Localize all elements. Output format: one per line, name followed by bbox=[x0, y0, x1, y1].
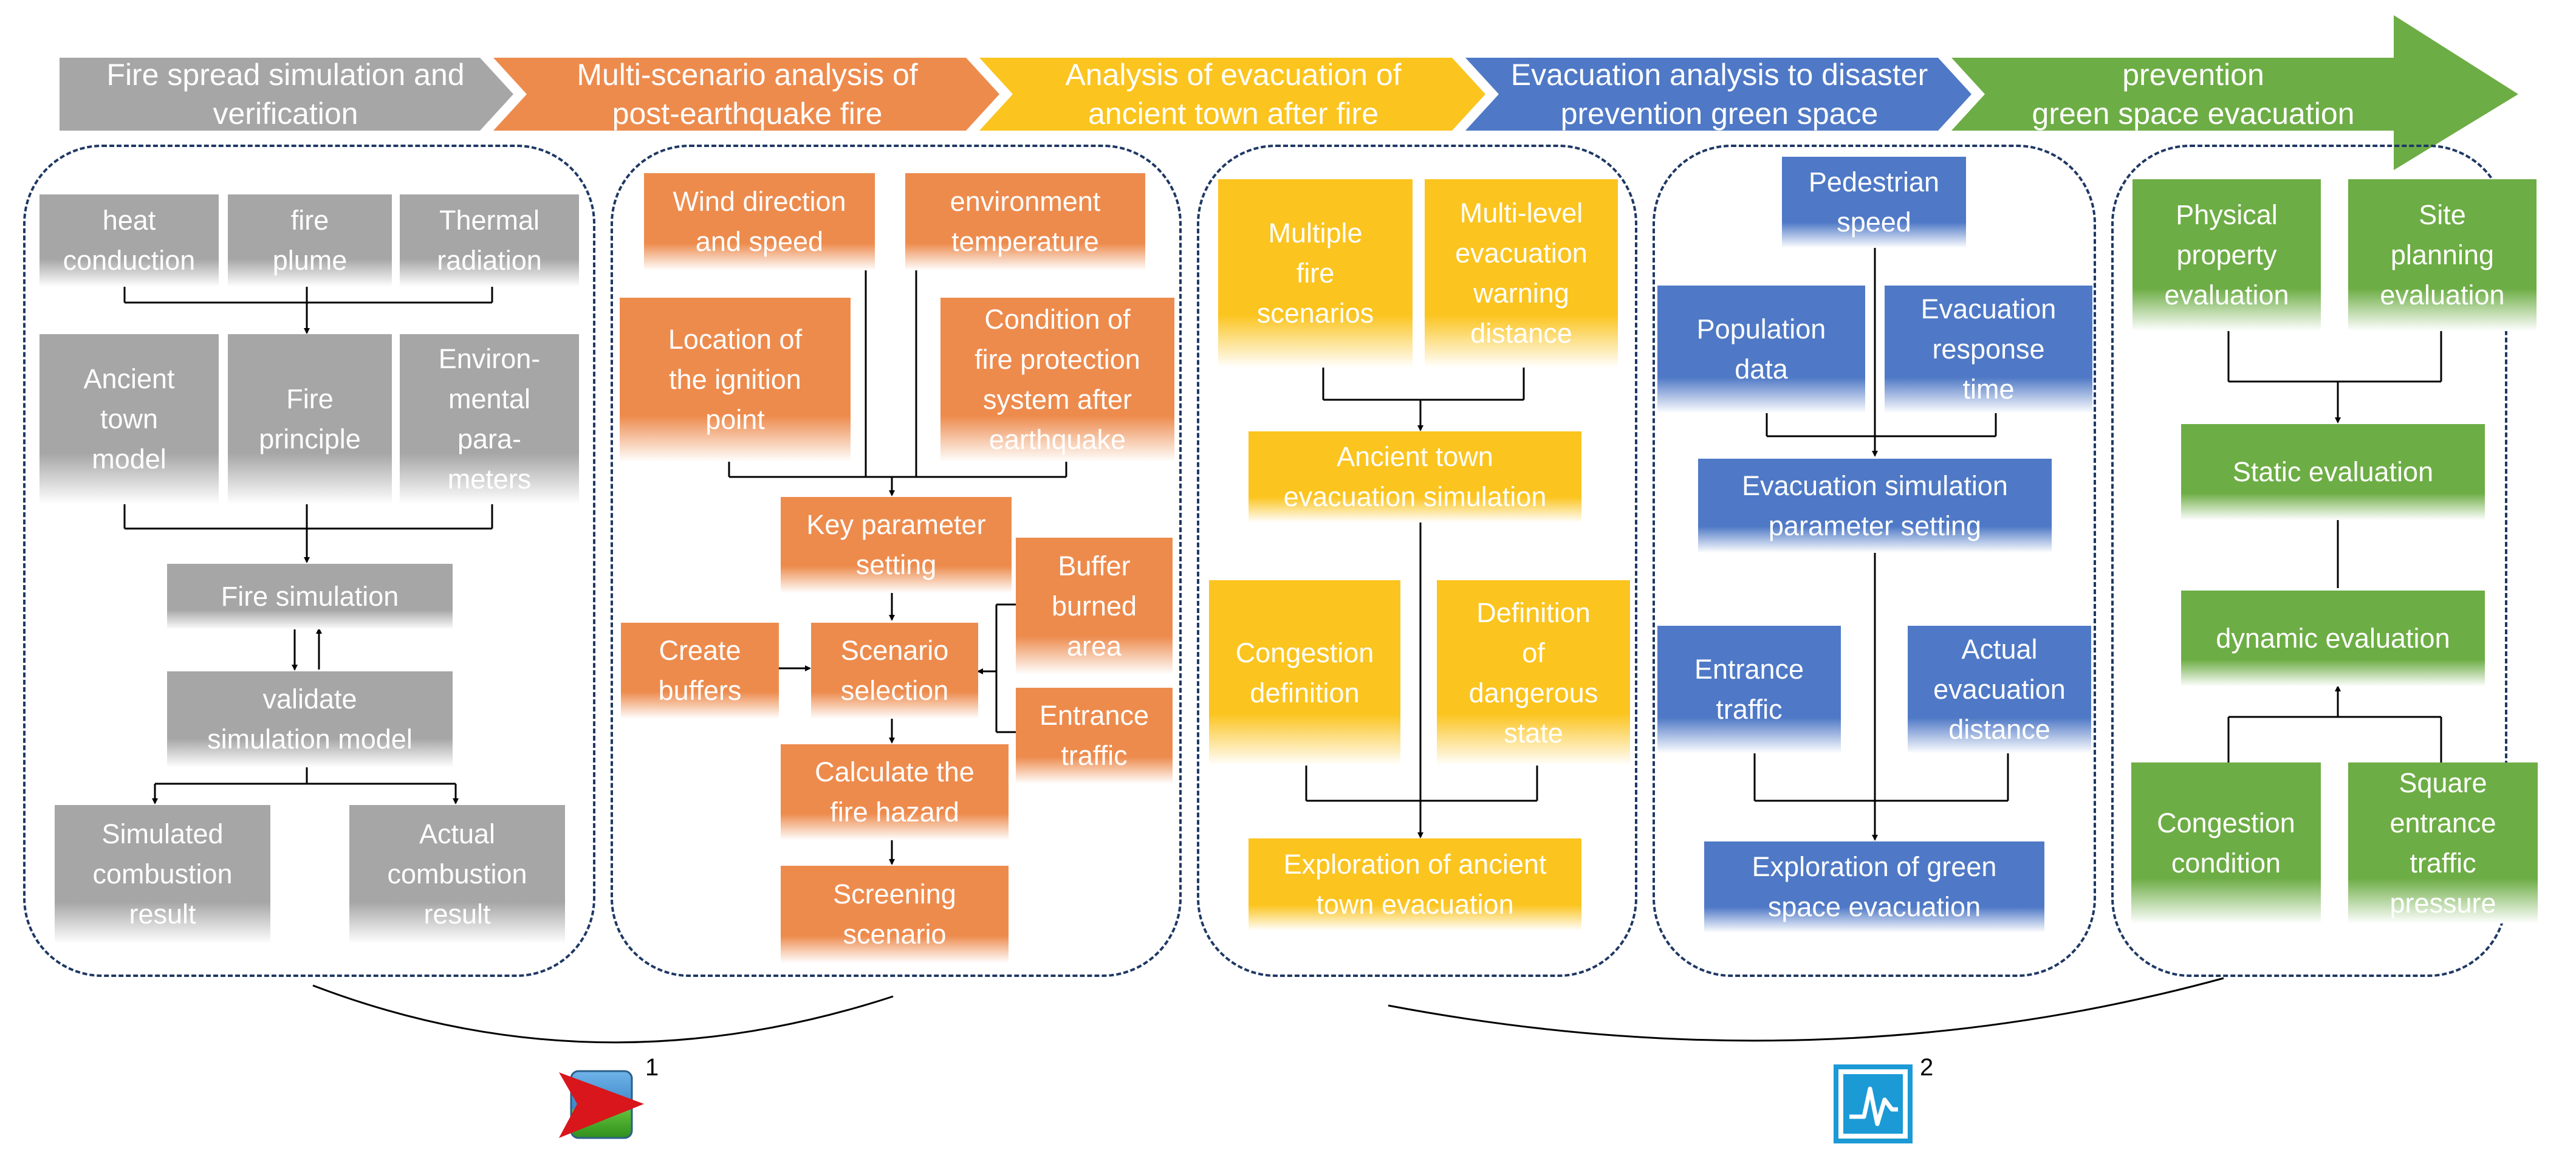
multi-level-evacuation-warning-box: Multi-level evacuation warning distance bbox=[1425, 179, 1618, 368]
lane-2-border bbox=[611, 145, 1182, 977]
stage-arrow-1-shape bbox=[60, 58, 513, 131]
simulated-combustion-result-box: Simulated combustion result bbox=[55, 805, 270, 944]
ancient-town-model-box: Ancient town model bbox=[39, 334, 219, 504]
fire-principle-box: Fire principle bbox=[228, 334, 392, 504]
actual-evacuation-distance-box: Actual evacuation distance bbox=[1908, 626, 2091, 753]
lane-1-border bbox=[23, 145, 595, 977]
ancient-town-evacuation-simulation-box: Ancient town evacuation simulation bbox=[1249, 431, 1581, 522]
pedestrian-speed-box: Pedestrian speed bbox=[1782, 157, 1966, 248]
software-1-label: 1 bbox=[645, 1054, 659, 1081]
software-2-label: 2 bbox=[1920, 1054, 1934, 1081]
entrance-traffic-box-lane4: Entrance traffic bbox=[1657, 626, 1841, 753]
exploration-green-space-evacuation-box: Exploration of green space evacuation bbox=[1704, 841, 2044, 933]
stage-3-label: Analysis of evacuation of ancient town a… bbox=[1065, 58, 1402, 131]
stage-arrow-5-shape bbox=[1951, 15, 2518, 170]
entrance-traffic-box-lane2: Entrance traffic bbox=[1016, 688, 1173, 784]
congestion-condition-box: Congestion condition bbox=[2131, 762, 2321, 923]
definition-dangerous-state-box: Definition of dangerous state bbox=[1437, 580, 1630, 766]
evacuation-response-time-box: Evacuation response time bbox=[1885, 286, 2092, 413]
stage-4-label: Evacuation analysis to disaster preventi… bbox=[1510, 58, 1928, 131]
fire-simulation-box: Fire simulation bbox=[167, 564, 453, 629]
dynamic-evaluation-box: dynamic evaluation bbox=[2181, 591, 2485, 687]
buffer-burned-area-box: Buffer burned area bbox=[1016, 538, 1173, 674]
physical-property-evaluation-box: Physical property evaluation bbox=[2132, 179, 2321, 331]
exploration-ancient-town-evacuation-box: Exploration of ancient town evacuation bbox=[1249, 838, 1581, 931]
stage-arrow-3-shape bbox=[979, 58, 1485, 131]
validate-simulation-model-box: validate simulation model bbox=[167, 671, 453, 767]
lane-4-border bbox=[1653, 145, 2096, 977]
population-data-box: Population data bbox=[1657, 286, 1865, 413]
fire-plume-box: fire plume bbox=[228, 194, 392, 287]
software-2-blue-waveform-icon bbox=[1834, 1064, 1913, 1143]
heat-conduction-box: heat conduction bbox=[39, 194, 219, 287]
evacuation-simulation-parameter-setting-box: Evacuation simulation parameter setting bbox=[1698, 459, 2052, 553]
stage-arrow-2-shape bbox=[493, 58, 999, 131]
key-parameter-setting-box: Key parameter setting bbox=[781, 497, 1012, 593]
stage-1-label: Fire spread simulation and verification bbox=[106, 58, 465, 131]
multiple-fire-scenarios-box: Multiple fire scenarios bbox=[1218, 179, 1413, 368]
create-buffers-box: Create buffers bbox=[621, 623, 779, 719]
environmental-parameters-box: Environ- mental para- meters bbox=[400, 334, 579, 504]
static-evaluation-box: Static evaluation bbox=[2181, 424, 2485, 520]
wind-direction-speed-box: Wind direction and speed bbox=[644, 173, 875, 270]
software-1-red-arrow-icon bbox=[559, 1070, 644, 1139]
environment-temperature-box: environment temperature bbox=[905, 173, 1145, 270]
square-entrance-traffic-pressure-box: Square entrance traffic pressure bbox=[2348, 762, 2538, 923]
ignition-point-location-box: Location of the ignition point bbox=[620, 298, 851, 462]
actual-combustion-result-box: Actual combustion result bbox=[349, 805, 565, 944]
congestion-definition-box: Congestion definition bbox=[1209, 580, 1400, 766]
lane-3-border bbox=[1197, 145, 1637, 977]
screening-scenario-box: Screening scenario bbox=[781, 866, 1009, 963]
stage-arrow-4-shape bbox=[1465, 58, 1971, 131]
lane-5-border bbox=[2111, 145, 2507, 977]
thermal-radiation-box: Thermal radiation bbox=[400, 194, 579, 287]
calculate-fire-hazard-box: Calculate the fire hazard bbox=[781, 744, 1009, 840]
site-planning-evaluation-box: Site planning evaluation bbox=[2348, 179, 2537, 331]
scenario-selection-box: Scenario selection bbox=[811, 623, 978, 719]
stage-2-label: Multi-scenario analysis of post-earthqua… bbox=[577, 58, 918, 131]
fire-protection-condition-box: Condition of fire protection system afte… bbox=[940, 298, 1174, 462]
